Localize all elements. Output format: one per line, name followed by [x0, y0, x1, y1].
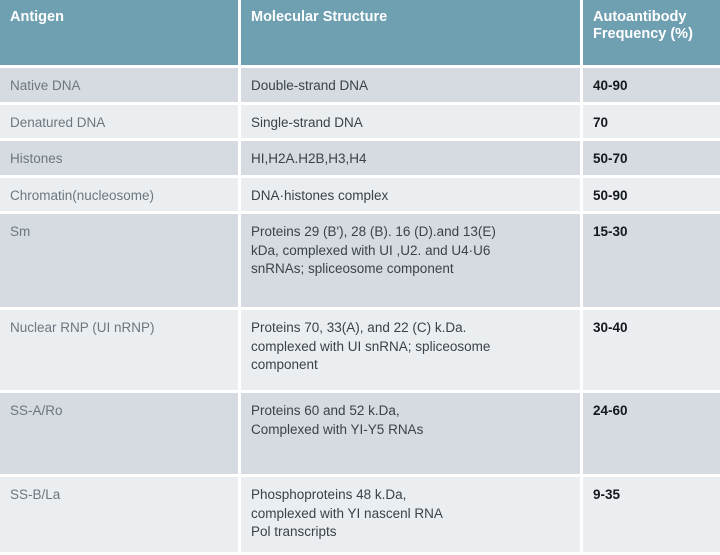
structure-line: Double-strand DNA: [251, 78, 369, 93]
cell-antigen: Chromatin(nucleosome): [0, 177, 241, 214]
cell-autoantibody-frequency: 70: [583, 104, 720, 141]
column-header-frequency-line-2: Frequency (%): [593, 26, 693, 42]
table-header: Antigen Molecular Structure Autoantibody…: [0, 0, 720, 68]
structure-line: component: [251, 357, 318, 372]
cell-autoantibody-frequency: 50-90: [583, 177, 720, 214]
structure-line: DNA·histones complex: [251, 187, 389, 203]
cell-molecular-structure: Proteins 70, 33(A), and 22 (C) k.Da. comp…: [241, 310, 583, 393]
cell-molecular-structure: Single-strand DNA: [241, 104, 583, 141]
cell-molecular-structure: Proteins 29 (B'), 28 (B). 16 (D).and 13(…: [241, 214, 583, 310]
structure-line: Complexed with YI-Y5 RNAs: [251, 421, 424, 437]
cell-antigen: SS-A/Ro: [0, 393, 241, 477]
cell-molecular-structure: Phosphoproteins 48 k.Da, complexed with Y…: [241, 477, 583, 555]
column-header-frequency-line-1: Autoantibody: [593, 9, 687, 25]
structure-line: Proteins 29 (B'), 28 (B). 16 (D).and 13(…: [251, 224, 496, 239]
cell-antigen: Nuclear RNP (UI nRNP): [0, 310, 241, 393]
structure-line: Proteins 70, 33(A), and 22 (C) k.Da.: [251, 320, 467, 335]
structure-line: snRNAs; spliceosome component: [251, 261, 454, 276]
column-header-autoantibody-frequency: Autoantibody Frequency (%): [583, 0, 720, 68]
structure-line: Single-strand DNA: [251, 114, 363, 130]
structure-line: HI,H2A.H2B,H3,H4: [251, 151, 367, 166]
cell-molecular-structure: Proteins 60 and 52 k.Da, Complexed with Y…: [241, 393, 583, 477]
cell-antigen: Native DNA: [0, 68, 241, 105]
structure-line: Pol transcripts: [251, 524, 337, 539]
table-row: Native DNA Double-strand DNA 40-90: [0, 68, 720, 105]
cell-antigen: Denatured DNA: [0, 104, 241, 141]
cell-autoantibody-frequency: 50-70: [583, 141, 720, 178]
cell-molecular-structure: HI,H2A.H2B,H3,H4: [241, 141, 583, 178]
table-row: Histones HI,H2A.H2B,H3,H4 50-70: [0, 141, 720, 178]
structure-line: Proteins 60 and 52 k.Da,: [251, 403, 400, 418]
header-row: Antigen Molecular Structure Autoantibody…: [0, 0, 720, 68]
cell-autoantibody-frequency: 9-35: [583, 477, 720, 555]
table-row: Nuclear RNP (UI nRNP)Proteins 70, 33(A),…: [0, 310, 720, 393]
cell-molecular-structure: Double-strand DNA: [241, 68, 583, 105]
structure-line: complexed with UI snRNA; spliceosome: [251, 338, 491, 354]
structure-line: kDa, complexed with UI ,U2. and U4·U6: [251, 242, 491, 258]
cell-autoantibody-frequency: 15-30: [583, 214, 720, 310]
table-row: Chromatin(nucleosome) DNA·histones comple…: [0, 177, 720, 214]
cell-antigen: Histones: [0, 141, 241, 178]
cell-autoantibody-frequency: 30-40: [583, 310, 720, 393]
table-row: SS-B/La Phosphoproteins 48 k.Da, complexed…: [0, 477, 720, 555]
table-row: Denatured DNA Single-strand DNA 70: [0, 104, 720, 141]
cell-autoantibody-frequency: 40-90: [583, 68, 720, 105]
cell-antigen: SS-B/La: [0, 477, 241, 555]
column-header-molecular-structure: Molecular Structure: [241, 0, 583, 68]
structure-line: Phosphoproteins 48 k.Da,: [251, 487, 407, 502]
cell-antigen: Sm: [0, 214, 241, 310]
cell-autoantibody-frequency: 24-60: [583, 393, 720, 477]
structure-line: complexed with YI nascenl RNA: [251, 505, 443, 521]
table-row: SS-A/Ro Proteins 60 and 52 k.Da, Complexed…: [0, 393, 720, 477]
table-row: Sm Proteins 29 (B'), 28 (B). 16 (D).and 1…: [0, 214, 720, 310]
cell-molecular-structure: DNA·histones complex: [241, 177, 583, 214]
column-header-antigen: Antigen: [0, 0, 241, 68]
